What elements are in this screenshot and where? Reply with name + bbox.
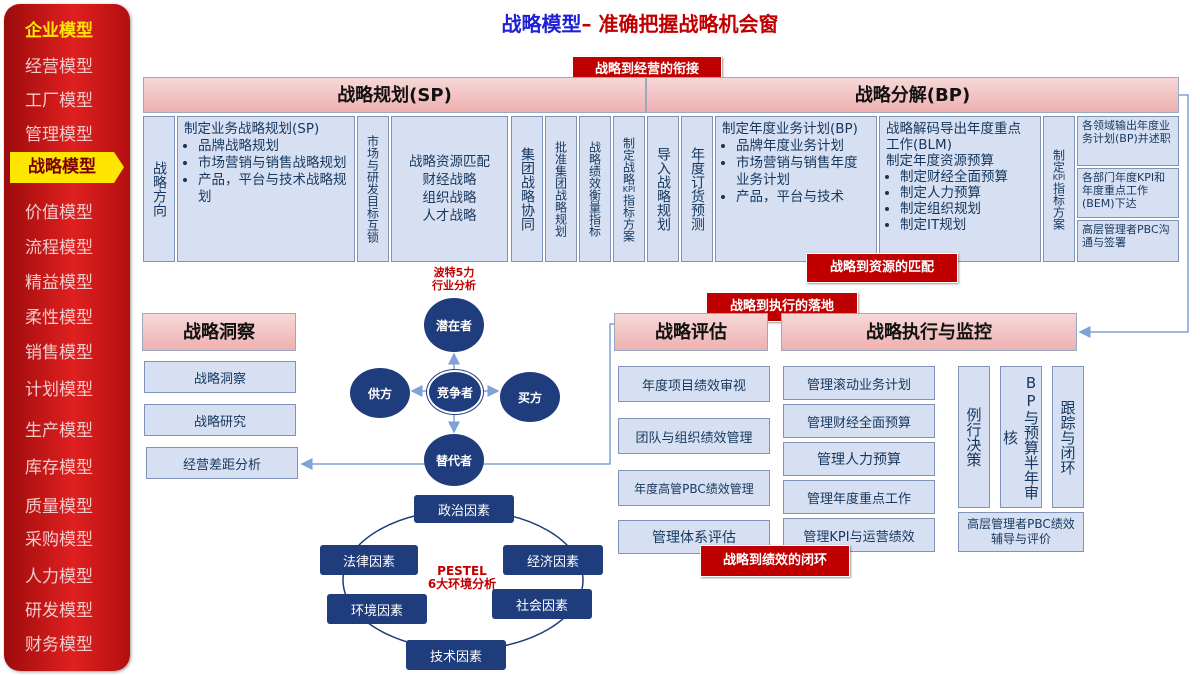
bp-blm-line: 制定年度资源预算 xyxy=(886,153,994,169)
sp-resource-item: 战略资源匹配 xyxy=(409,154,490,170)
bp-kpi-text: 指标方案 xyxy=(1051,181,1066,230)
porter-label: 波特5力 行业分析 xyxy=(432,266,476,292)
sidebar-item-process[interactable]: 流程模型 xyxy=(25,238,93,258)
sp-plan-item: 市场营销与销售战略规划 xyxy=(198,155,348,172)
sidebar: 企业模型 经营模型 工厂模型 管理模型 战略模型 价值模型 流程模型 精益模型 … xyxy=(4,4,130,671)
bp-order: 年度订货预测 xyxy=(681,116,713,262)
header-eval: 战略评估 xyxy=(614,313,768,351)
page-title-main: 战略模型 xyxy=(501,12,582,36)
bp-kpi-block: 制定 KPI 指标方案 xyxy=(1043,116,1075,262)
bp-blm-item: 制定组织规划 xyxy=(900,201,1034,217)
bp-blm-block: 战略解码导出年度重点工作(BLM) 制定年度资源预算 制定财经全面预算 制定人力… xyxy=(879,116,1041,262)
tag-closure: 战略到绩效的闭环 xyxy=(700,545,850,577)
bp-blm-item: 制定人力预算 xyxy=(900,185,1034,201)
exec-item: 管理年度重点工作 xyxy=(783,480,935,514)
monitor-review: BP与预算半年审核 xyxy=(1000,366,1042,508)
monitor-pbc: 高层管理者PBC绩效辅导与评价 xyxy=(958,512,1084,552)
bp-kpi-text: 制定 xyxy=(1051,148,1066,173)
bp-plan-item: 市场营销与销售年度业务计划 xyxy=(736,155,870,189)
sp-plan-item: 产品，平台与技术战略规划 xyxy=(198,172,348,206)
exec-item: 管理财经全面预算 xyxy=(783,404,935,438)
sp-approve: 批准集团战略规划 xyxy=(545,116,577,262)
sp-market-lock: 市场与研发目标互锁 xyxy=(357,116,389,262)
bp-plan-item: 产品，平台与技术 xyxy=(736,189,870,206)
page-title-accent: – 准确把握战略机会窗 xyxy=(581,12,779,36)
bp-plan-item: 品牌年度业务计划 xyxy=(736,138,870,155)
bp-import: 导入战略规划 xyxy=(647,116,679,262)
exec-item: 管理滚动业务计划 xyxy=(783,366,935,400)
sidebar-item-value[interactable]: 价值模型 xyxy=(25,203,93,223)
bp-blm-line: 战略解码导出年度重点工作(BLM) xyxy=(886,121,1021,153)
header-exec: 战略执行与监控 xyxy=(781,313,1077,351)
monitor-track: 跟踪与闭环 xyxy=(1052,366,1084,508)
insight-item: 战略研究 xyxy=(144,404,296,436)
porter-supplier: 供方 xyxy=(350,368,410,418)
bp-right-item: 各领域输出年度业务计划(BP)并述职 xyxy=(1077,116,1179,166)
porter-buyer: 买方 xyxy=(500,372,560,422)
sp-kpi-abbr: KPI xyxy=(622,184,636,194)
sidebar-item-sales[interactable]: 销售模型 xyxy=(25,343,93,363)
sidebar-item-factory[interactable]: 工厂模型 xyxy=(25,91,93,111)
active-arrow-icon xyxy=(114,152,124,183)
pestel-economic: 经济因素 xyxy=(503,545,603,575)
eval-item: 年度高管PBC绩效管理 xyxy=(618,470,770,506)
sidebar-item-inventory[interactable]: 库存模型 xyxy=(25,458,93,478)
sp-perf: 战略绩效衡量指标 xyxy=(579,116,611,262)
bp-right-item: 各部门年度KPI和年度重点工作(BEM)下达 xyxy=(1077,168,1179,218)
insight-item: 战略洞察 xyxy=(144,361,296,393)
tag-resource-match: 战略到资源的匹配 xyxy=(806,253,958,283)
sidebar-brand: 企业模型 xyxy=(25,21,93,41)
bp-plan-title: 制定年度业务计划(BP) xyxy=(722,121,858,137)
sp-resources-block: 战略资源匹配 财经战略 组织战略 人才战略 xyxy=(391,116,508,262)
sidebar-item-lean[interactable]: 精益模型 xyxy=(25,273,93,293)
sidebar-item-purchase[interactable]: 采购模型 xyxy=(25,530,93,550)
sp-resource-item: 组织战略 xyxy=(422,190,477,206)
header-sp: 战略规划(SP) xyxy=(143,77,646,113)
sidebar-item-hr[interactable]: 人力模型 xyxy=(25,567,93,587)
sidebar-item-quality[interactable]: 质量模型 xyxy=(25,497,93,517)
exec-item: 管理人力预算 xyxy=(783,442,935,476)
insight-item: 经营差距分析 xyxy=(146,447,298,479)
eval-item: 年度项目绩效审视 xyxy=(618,366,770,402)
sidebar-item-rnd[interactable]: 研发模型 xyxy=(25,601,93,621)
bp-blm-item: 制定财经全面预算 xyxy=(900,169,1034,185)
bp-kpi-abbr: KPI xyxy=(1052,172,1066,182)
porter-substitute: 替代者 xyxy=(424,434,484,486)
pestel-political: 政治因素 xyxy=(414,495,514,523)
pestel-tech: 技术因素 xyxy=(406,640,506,670)
sidebar-item-management[interactable]: 管理模型 xyxy=(25,125,93,145)
sp-plan-title: 制定业务战略规划(SP) xyxy=(184,121,320,137)
sp-kpi-text: 制定战略 xyxy=(621,136,636,185)
sp-direction: 战略方向 xyxy=(143,116,175,262)
porter-potential: 潜在者 xyxy=(424,298,484,352)
sp-resource-item: 人才战略 xyxy=(422,208,477,224)
eval-item: 团队与组织绩效管理 xyxy=(618,418,770,454)
pestel-legal: 法律因素 xyxy=(320,545,418,575)
sp-kpi-block: 制定战略 KPI 指标方案 xyxy=(613,116,645,262)
porter-competitor: 竞争者 xyxy=(427,370,483,414)
sidebar-item-production[interactable]: 生产模型 xyxy=(25,421,93,441)
pestel-social: 社会因素 xyxy=(492,589,592,619)
monitor-routine: 例行决策 xyxy=(958,366,990,508)
header-insight: 战略洞察 xyxy=(142,313,296,351)
sp-kpi-text: 指标方案 xyxy=(621,193,636,242)
pestel-label: PESTEL 6大环境分析 xyxy=(427,564,497,591)
pestel-environment: 环境因素 xyxy=(327,594,427,624)
sp-group: 集团战略协同 xyxy=(511,116,543,262)
sidebar-item-business[interactable]: 经营模型 xyxy=(25,57,93,77)
sp-plan-block: 制定业务战略规划(SP) 品牌战略规划 市场营销与销售战略规划 产品，平台与技术… xyxy=(177,116,355,262)
header-bp: 战略分解(BP) xyxy=(646,77,1179,113)
bp-right-item: 高层管理者PBC沟通与签署 xyxy=(1077,220,1179,262)
sp-plan-item: 品牌战略规划 xyxy=(198,138,348,155)
sp-resource-item: 财经战略 xyxy=(422,172,477,188)
page-title: 战略模型– 准确把握战略机会窗 xyxy=(300,8,980,37)
sidebar-item-plan[interactable]: 计划模型 xyxy=(25,380,93,400)
bp-plan-block: 制定年度业务计划(BP) 品牌年度业务计划 市场营销与销售年度业务计划 产品，平… xyxy=(715,116,877,262)
sidebar-item-flexible[interactable]: 柔性模型 xyxy=(25,308,93,328)
sidebar-item-strategy[interactable]: 战略模型 xyxy=(10,152,114,183)
bp-blm-item: 制定IT规划 xyxy=(900,217,1034,233)
sidebar-item-finance[interactable]: 财务模型 xyxy=(25,635,93,655)
